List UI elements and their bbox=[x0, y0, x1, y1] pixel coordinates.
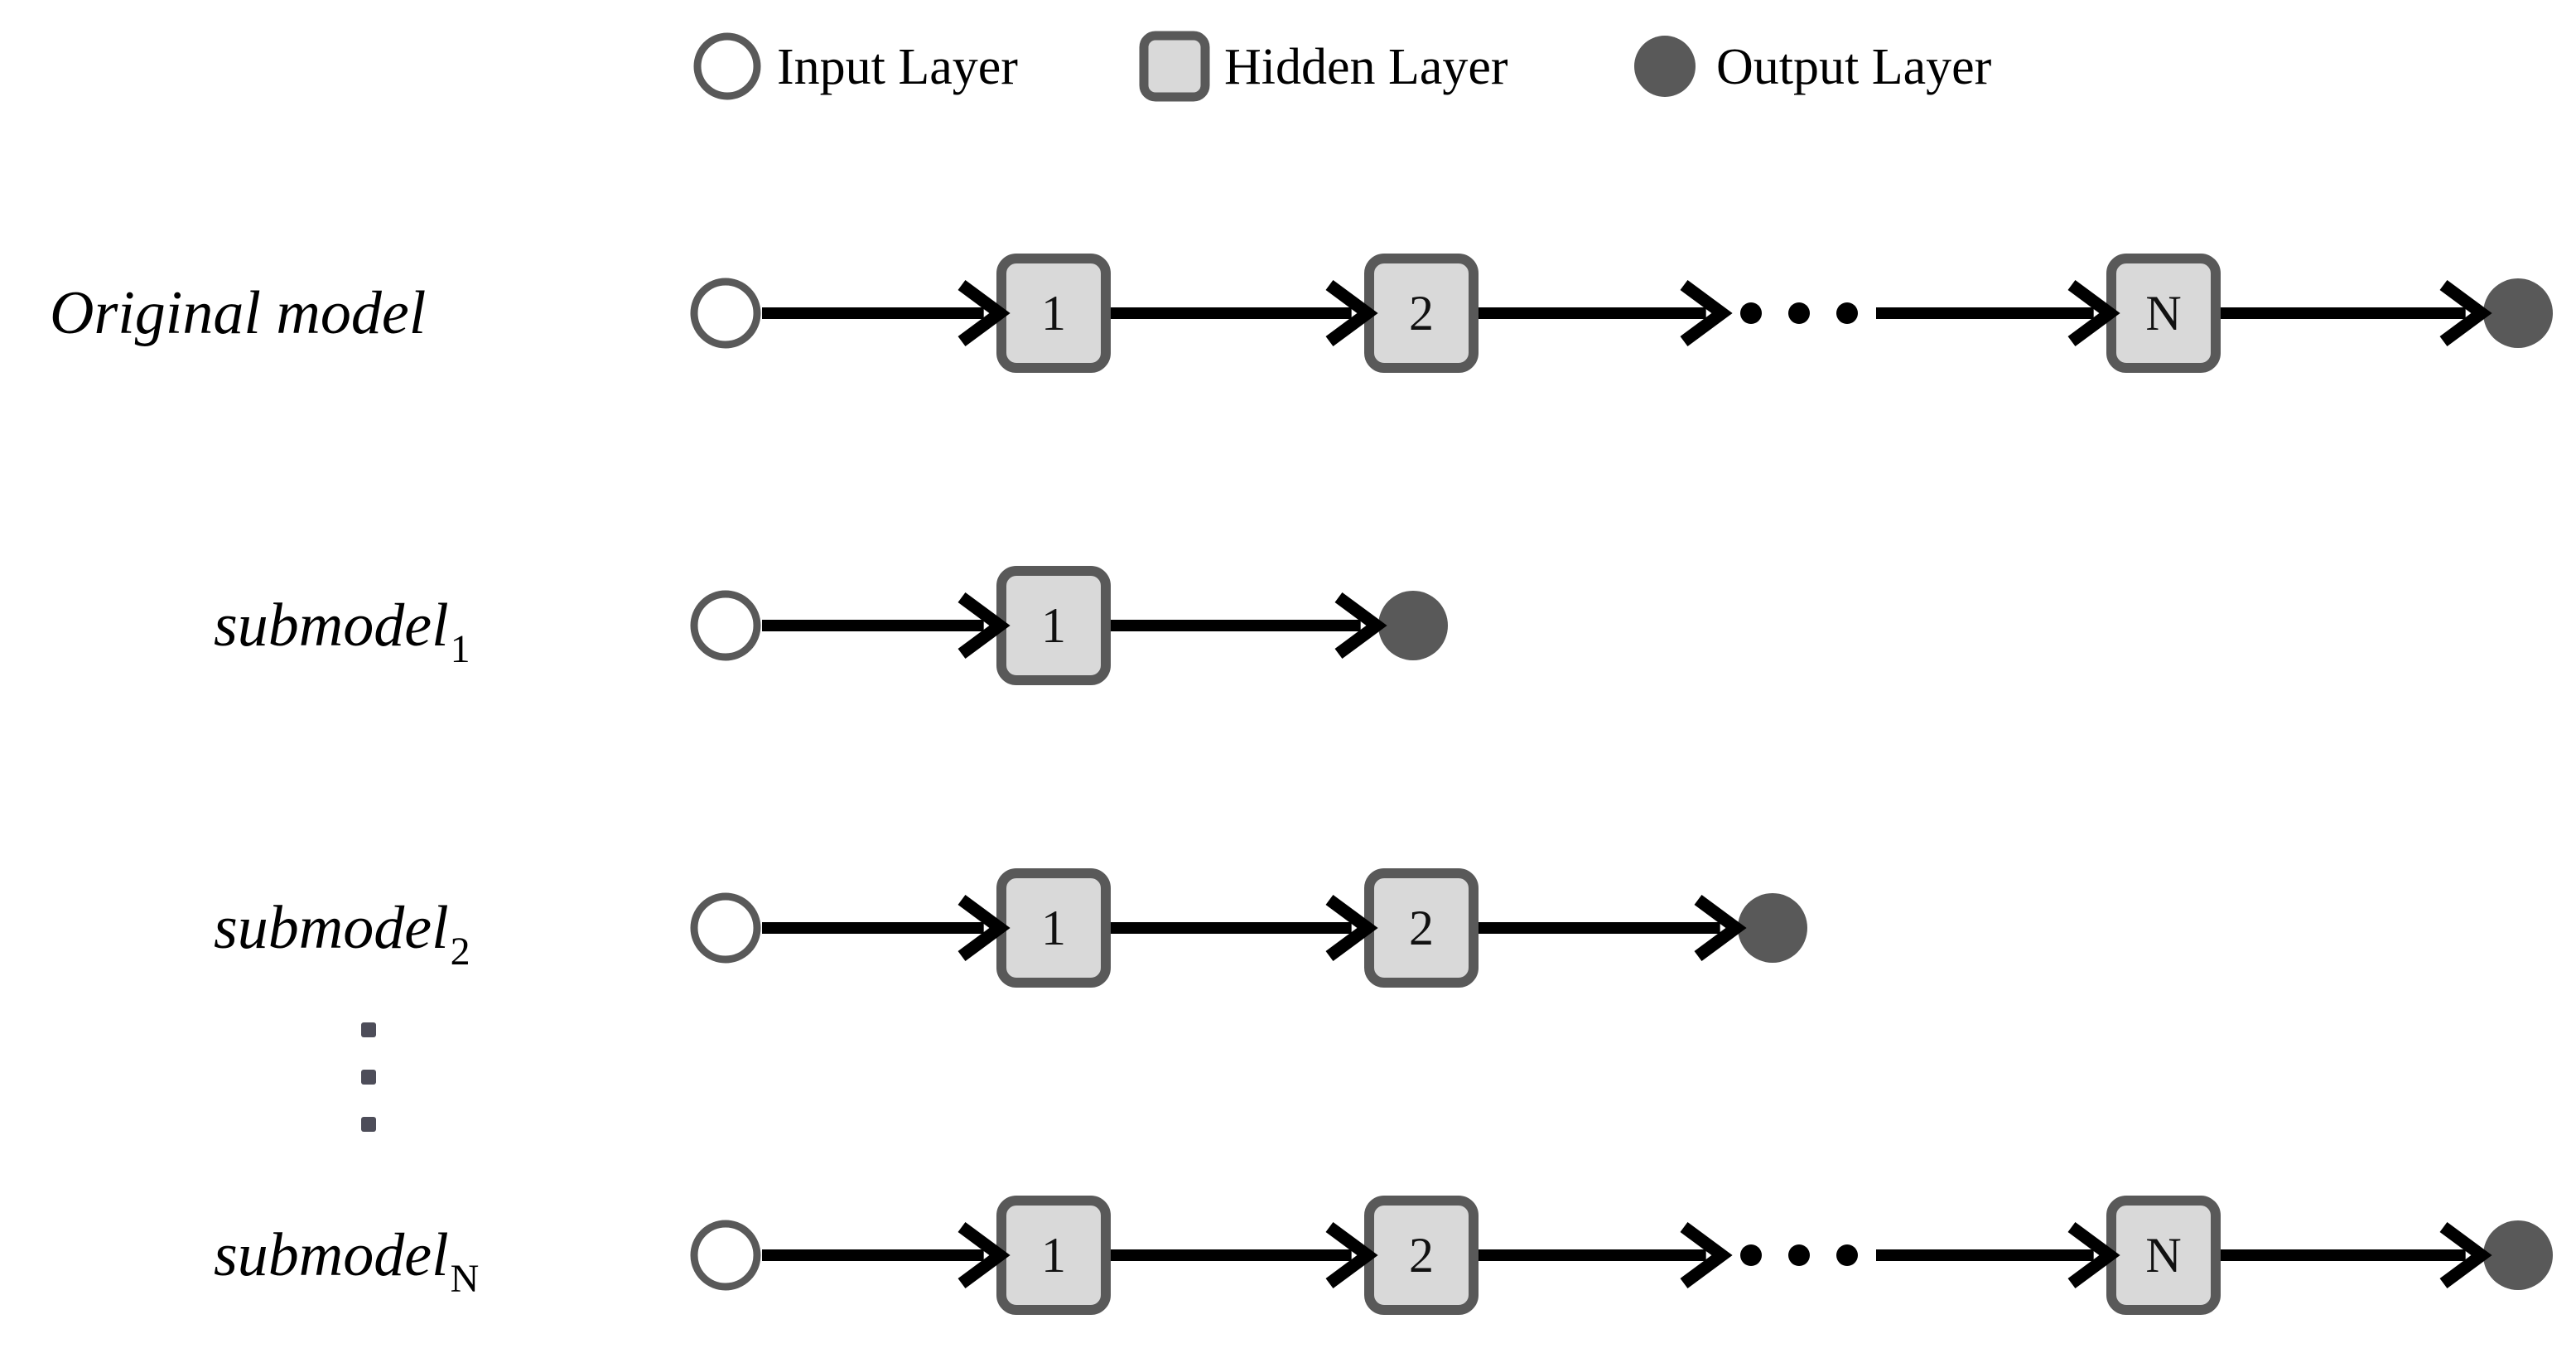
input-node-original-model bbox=[690, 278, 761, 349]
vertical-ellipsis-dot-1 bbox=[361, 1022, 376, 1037]
hidden-node-submodel-2-1 bbox=[996, 868, 1111, 988]
row-label-submodel-n: submodelN bbox=[214, 1225, 479, 1299]
horizontal-ellipsis-original-model-dot-1 bbox=[1740, 302, 1762, 324]
hidden-node-original-model-N bbox=[2106, 254, 2221, 373]
row-label-submodel-1: submodel1 bbox=[214, 595, 470, 669]
input-node-submodel-1 bbox=[690, 590, 761, 661]
row-label-subscript: 1 bbox=[450, 627, 470, 671]
hidden-node-submodel-n-N bbox=[2106, 1196, 2221, 1315]
arrow-original-model-0-head bbox=[958, 279, 1011, 347]
output-node-original-model bbox=[2483, 278, 2553, 348]
vertical-ellipsis-dot-2 bbox=[361, 1070, 376, 1085]
horizontal-ellipsis-submodel-n-dot-3 bbox=[1836, 1244, 1858, 1266]
arrow-submodel-n-2a-head bbox=[1680, 1221, 1733, 1289]
arrow-original-model-3-head bbox=[2439, 279, 2492, 347]
arrow-original-model-2b-head bbox=[2067, 279, 2120, 347]
row-label-subscript: 2 bbox=[450, 930, 470, 974]
row-label-submodel-2: submodel2 bbox=[214, 894, 470, 972]
legend-label-input-layer: Input Layer bbox=[777, 39, 1018, 95]
output-node-submodel-2 bbox=[1738, 893, 1807, 963]
row-label-text: Original model bbox=[50, 279, 427, 347]
arrow-submodel-n-0-head bbox=[958, 1221, 1011, 1289]
arrow-submodel-n-1-head bbox=[1325, 1221, 1378, 1289]
horizontal-ellipsis-original-model-dot-3 bbox=[1836, 302, 1858, 324]
horizontal-ellipsis-original-model-dot-2 bbox=[1788, 302, 1810, 324]
arrow-submodel-2-1-head bbox=[1325, 894, 1378, 962]
arrow-submodel-2-2-head bbox=[1694, 894, 1747, 962]
row-label-subscript: N bbox=[450, 1257, 480, 1301]
legend-input-layer-circle-icon bbox=[693, 32, 761, 100]
output-node-submodel-n bbox=[2483, 1220, 2553, 1290]
horizontal-ellipsis-submodel-n-dot-2 bbox=[1788, 1244, 1810, 1266]
output-node-submodel-1 bbox=[1378, 591, 1448, 660]
legend-output-layer-circle-icon bbox=[1634, 36, 1696, 97]
hidden-node-original-model-2 bbox=[1364, 254, 1479, 373]
legend-label-hidden-layer: Hidden Layer bbox=[1224, 39, 1508, 95]
arrow-submodel-n-2b-head bbox=[2067, 1221, 2120, 1289]
arrow-submodel-1-0-head bbox=[958, 592, 1011, 660]
vertical-ellipsis-dot-3 bbox=[361, 1117, 376, 1132]
hidden-node-submodel-n-1 bbox=[996, 1196, 1111, 1315]
hidden-node-submodel-n-2 bbox=[1364, 1196, 1479, 1315]
row-label-text: submodel bbox=[214, 894, 449, 962]
arrow-submodel-n-3-head bbox=[2439, 1221, 2492, 1289]
hidden-node-submodel-2-2 bbox=[1364, 868, 1479, 988]
input-node-submodel-2 bbox=[690, 892, 761, 964]
horizontal-ellipsis-submodel-n-dot-1 bbox=[1740, 1244, 1762, 1266]
row-label-text: submodel bbox=[214, 1221, 449, 1289]
hidden-node-submodel-1-1 bbox=[996, 566, 1111, 685]
arrow-submodel-1-1-head bbox=[1334, 592, 1387, 660]
input-node-submodel-n bbox=[690, 1220, 761, 1291]
legend-label-output-layer: Output Layer bbox=[1716, 39, 1992, 95]
arrow-original-model-2a-head bbox=[1680, 279, 1733, 347]
row-label-text: submodel bbox=[214, 592, 449, 660]
hidden-node-original-model-1 bbox=[996, 254, 1111, 373]
legend-hidden-layer-square-icon bbox=[1139, 31, 1210, 102]
arrow-submodel-2-0-head bbox=[958, 894, 1011, 962]
row-label-original-model: Original model bbox=[50, 283, 426, 344]
arrow-original-model-1-head bbox=[1325, 279, 1378, 347]
